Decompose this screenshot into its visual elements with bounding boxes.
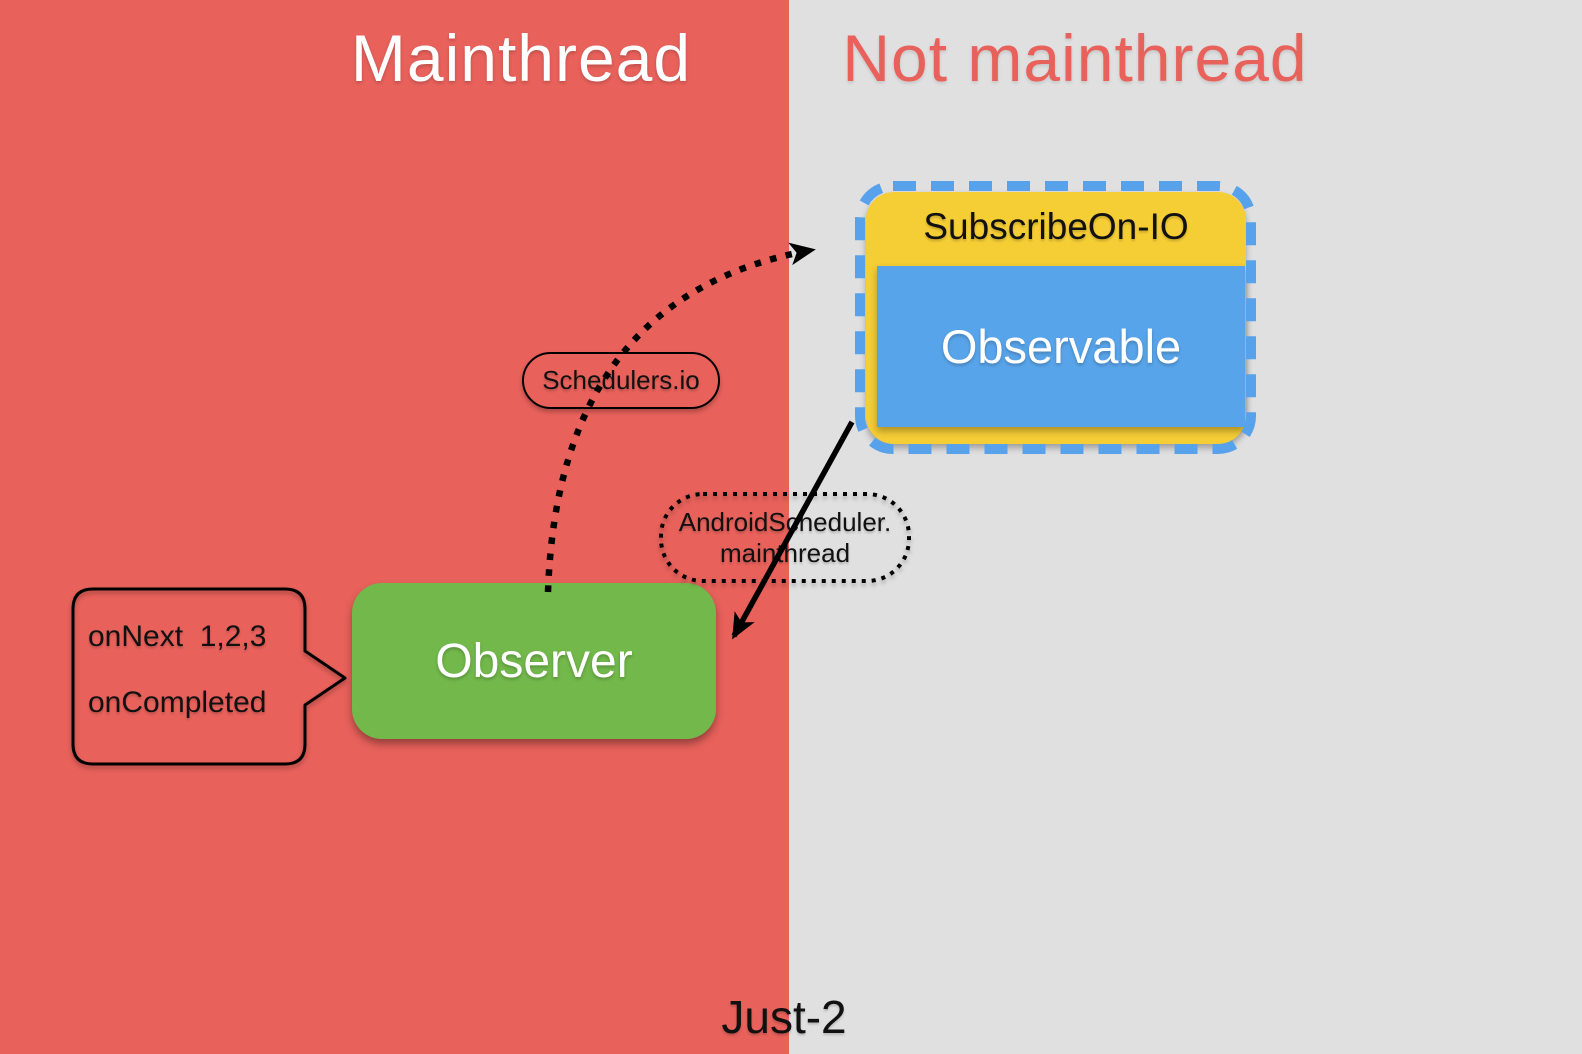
observable-label: Observable bbox=[940, 320, 1182, 373]
bubble-onnext-text: onNext 1,2,3 bbox=[88, 620, 267, 653]
slide-caption: Just-2 bbox=[721, 991, 847, 1043]
bubble-oncompleted-text: onCompleted bbox=[88, 686, 267, 719]
schedulers-io-label: Schedulers.io bbox=[522, 352, 720, 409]
subscribeon-io-label: SubscribeOn-IO bbox=[923, 206, 1189, 247]
observable-box: Observable bbox=[877, 266, 1245, 427]
observer-label: Observer bbox=[435, 634, 633, 688]
observer-box: Observer bbox=[352, 583, 716, 739]
not-mainthread-title: Not mainthread bbox=[842, 21, 1308, 95]
mainthread-title: Mainthread bbox=[350, 21, 692, 95]
android-scheduler-label: AndroidScheduler. mainthread bbox=[678, 506, 892, 568]
not-mainthread-panel bbox=[789, 0, 1582, 1054]
